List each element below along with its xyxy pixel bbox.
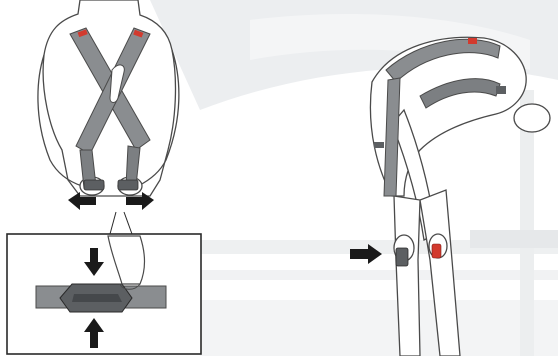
buckle-detail-inset bbox=[7, 234, 201, 354]
red-tab-hand bbox=[432, 244, 441, 258]
